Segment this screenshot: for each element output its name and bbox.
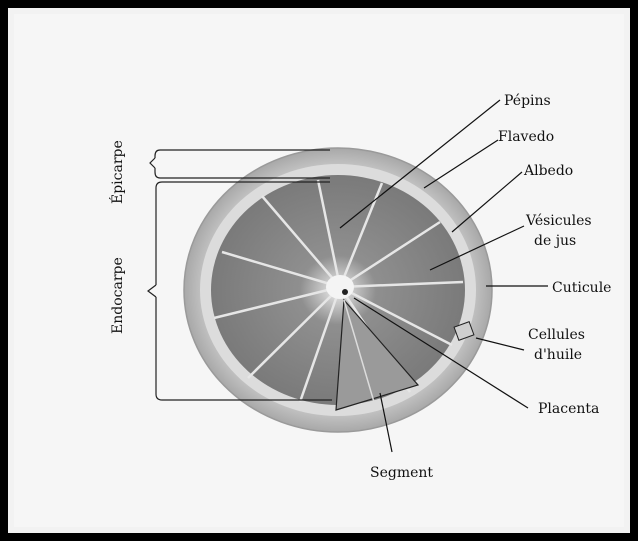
label-pepins: Pépins bbox=[504, 92, 551, 110]
label-cellules: Cellules bbox=[528, 326, 585, 344]
label-placenta: Placenta bbox=[538, 400, 599, 418]
label-segment: Segment bbox=[370, 464, 433, 482]
label-endocarpe: Endocarpe bbox=[110, 257, 126, 334]
label-albedo: Albedo bbox=[524, 162, 573, 180]
label-cuticule: Cuticule bbox=[552, 279, 611, 297]
label-de-jus: de jus bbox=[534, 232, 576, 250]
label-d-huile: d'huile bbox=[534, 346, 582, 364]
fruit-core bbox=[326, 275, 354, 299]
label-vesicules: Vésicules bbox=[526, 212, 592, 230]
label-flavedo: Flavedo bbox=[498, 128, 554, 146]
label-epicarpe: Épicarpe bbox=[110, 140, 126, 204]
